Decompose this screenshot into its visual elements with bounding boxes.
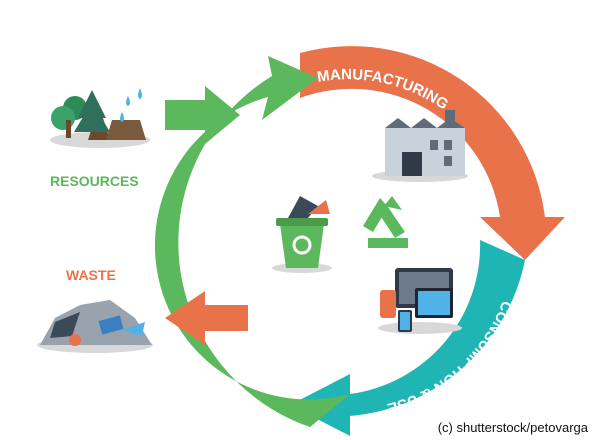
recycling-label: RECYCLING: [233, 187, 265, 280]
waste-label: WASTE: [66, 267, 116, 283]
resources-inflow-arrow: [165, 86, 240, 144]
waste-pile-icon: [37, 300, 153, 353]
waste-outflow-arrow: [165, 291, 248, 345]
resources-icon: [50, 88, 150, 148]
recycle-bin-icon: [272, 196, 332, 273]
consumption-arrow: [290, 240, 525, 436]
resources-label: RESOURCES: [50, 173, 139, 189]
devices-icon: [378, 268, 462, 334]
factory-icon: [372, 110, 468, 182]
image-credit: (c) shutterstock/petovarga: [438, 420, 589, 435]
manufacturing-arrow: [300, 46, 565, 260]
recycle-symbol-icon: [363, 196, 408, 248]
